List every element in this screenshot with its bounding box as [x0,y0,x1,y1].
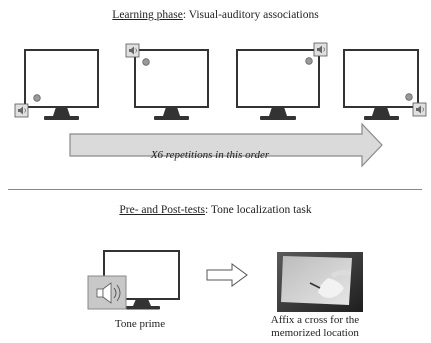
section-divider [8,189,422,190]
monitor-3 [236,42,328,120]
repetitions-label: X6 repetitions in this order [150,149,270,161]
tone-prime-caption: Tone prime [114,318,166,330]
learning-phase-title: Learning phase: Visual-auditory associat… [0,9,431,21]
speaker-icon [412,102,427,117]
speaker-icon [14,103,29,118]
target-dot [405,93,413,101]
monitor-4 [343,49,427,120]
tests-title-underlined: Pre- and Post-tests [119,204,205,216]
target-dot [305,57,313,65]
outline-arrow [206,263,248,287]
affix-cross-caption-line1: Affix a cross for the [270,314,360,326]
localization-photo [277,252,363,312]
speaker-icon [125,43,140,58]
affix-cross-caption-line2: memorized location [271,327,359,339]
large-speaker-icon [87,275,127,310]
target-dot [142,58,150,66]
monitor-2 [125,43,209,120]
tests-title: Pre- and Post-tests: Tone localization t… [0,204,431,216]
tone-prime-monitor [103,250,180,310]
tests-title-rest: : Tone localization task [205,204,312,216]
repetition-arrow [69,122,383,168]
learning-phase-title-rest: : Visual-auditory associations [182,9,319,21]
learning-phase-title-underlined: Learning phase [112,9,183,21]
target-dot [33,94,41,102]
speaker-icon [313,42,328,57]
monitor-1 [14,49,99,120]
